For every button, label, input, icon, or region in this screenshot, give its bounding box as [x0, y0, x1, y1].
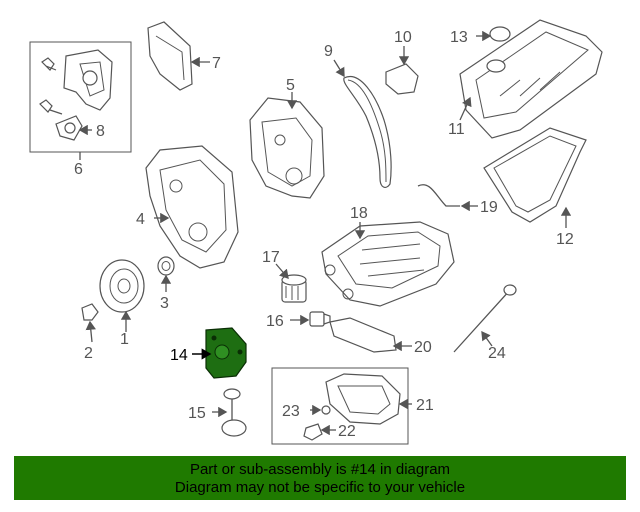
timing-cover-gasket-7 — [147, 21, 193, 91]
callout-4: 4 — [136, 211, 145, 228]
callout-13: 13 — [450, 29, 468, 46]
callout-11: 11 — [448, 121, 465, 138]
pulley-bolt-2 — [81, 303, 99, 321]
parts-diagram: 1 2 3 4 5 6 7 8 9 10 11 12 13 14 15 16 1… — [29, 19, 603, 445]
oil-dipstick-24 — [453, 289, 511, 353]
callout-14: 14 — [170, 347, 188, 364]
callout-2: 2 — [84, 345, 93, 362]
baffle-plate-20 — [329, 317, 397, 353]
callout-10: 10 — [394, 29, 412, 46]
callout-12: 12 — [556, 231, 574, 248]
banner-line-1: Part or sub-assembly is #14 in diagram — [189, 461, 451, 478]
callout-24: 24 — [488, 345, 506, 362]
callout-3: 3 — [160, 295, 169, 312]
oil-pump-14-highlighted[interactable] — [205, 327, 247, 379]
timing-cover-4 — [145, 145, 239, 269]
front-cover-5 — [249, 97, 325, 199]
callout-20: 20 — [414, 339, 432, 356]
callout-21: 21 — [416, 397, 434, 414]
oil-pressure-switch-16 — [309, 311, 331, 327]
banner-line-2: Diagram may not be specific to your vehi… — [174, 479, 466, 496]
oil-filter-17 — [281, 274, 307, 303]
valve-cover-gasket-12 — [483, 127, 587, 223]
water-pump-parts — [39, 49, 113, 141]
chain-guide-10 — [385, 63, 419, 95]
callout-8: 8 — [96, 123, 105, 140]
valve-cover-11 — [459, 19, 603, 139]
oil-tube-19 — [417, 184, 460, 207]
drain-plug-22 — [303, 423, 323, 441]
timing-chain-9 — [343, 75, 392, 188]
oil-filler-cap-13 — [489, 26, 511, 42]
oil-pan-lower-21 — [325, 373, 401, 425]
crankshaft-pulley-1 — [99, 259, 145, 313]
callout-17: 17 — [262, 249, 280, 266]
oil-strainer-15 — [221, 388, 247, 437]
callout-16: 16 — [266, 313, 284, 330]
info-banner: Part or sub-assembly is #14 in diagram D… — [14, 456, 626, 500]
callout-19: 19 — [480, 199, 498, 216]
callout-1: 1 — [120, 331, 129, 348]
callout-5: 5 — [286, 77, 295, 94]
callout-18: 18 — [350, 205, 368, 222]
washer-23 — [321, 405, 331, 415]
callout-7: 7 — [212, 55, 221, 72]
callout-9: 9 — [324, 43, 333, 60]
callout-6: 6 — [74, 161, 83, 178]
callout-22: 22 — [338, 423, 356, 440]
callout-15: 15 — [188, 405, 206, 422]
oil-pan-upper-18 — [321, 221, 455, 307]
front-seal-3 — [157, 256, 175, 276]
callout-23: 23 — [282, 403, 300, 420]
lower-oil-pan-group-box — [271, 367, 409, 445]
